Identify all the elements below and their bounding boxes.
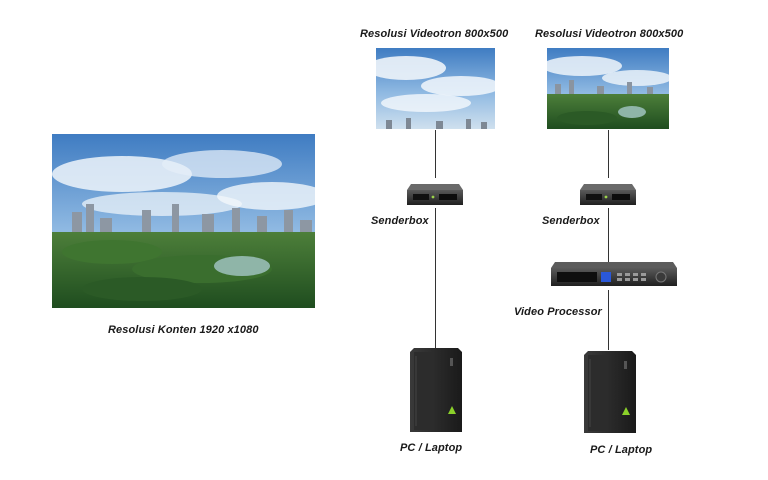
video-processor-label: Video Processor [514, 306, 602, 318]
left-senderbox-label: Senderbox [371, 215, 429, 227]
right-senderbox-label: Senderbox [542, 215, 600, 227]
right-connector-top [608, 130, 609, 178]
left-pc-tower-icon [408, 346, 464, 434]
left-screen-title: Resolusi Videotron 800x500 [360, 28, 509, 40]
right-screen-photo [547, 48, 669, 129]
right-screen-title: Resolusi Videotron 800x500 [535, 28, 684, 40]
left-pc-label: PC / Laptop [400, 442, 463, 454]
city-park-thumbnail-icon [547, 48, 669, 129]
left-connector-bottom [435, 208, 436, 348]
right-senderbox-icon [578, 178, 638, 208]
city-park-photo-icon [52, 134, 315, 308]
right-connector-middle [608, 208, 609, 262]
right-connector-bottom [608, 290, 609, 350]
video-processor-icon [549, 260, 679, 290]
left-senderbox-icon [405, 178, 465, 208]
left-connector-top [435, 130, 436, 178]
content-photo [52, 134, 315, 308]
right-pc-label: PC / Laptop [590, 444, 653, 456]
content-caption: Resolusi Konten 1920 x1080 [108, 324, 259, 336]
sky-photo-icon [376, 48, 495, 129]
right-pc-tower-icon [582, 349, 638, 435]
left-screen-photo [376, 48, 495, 129]
